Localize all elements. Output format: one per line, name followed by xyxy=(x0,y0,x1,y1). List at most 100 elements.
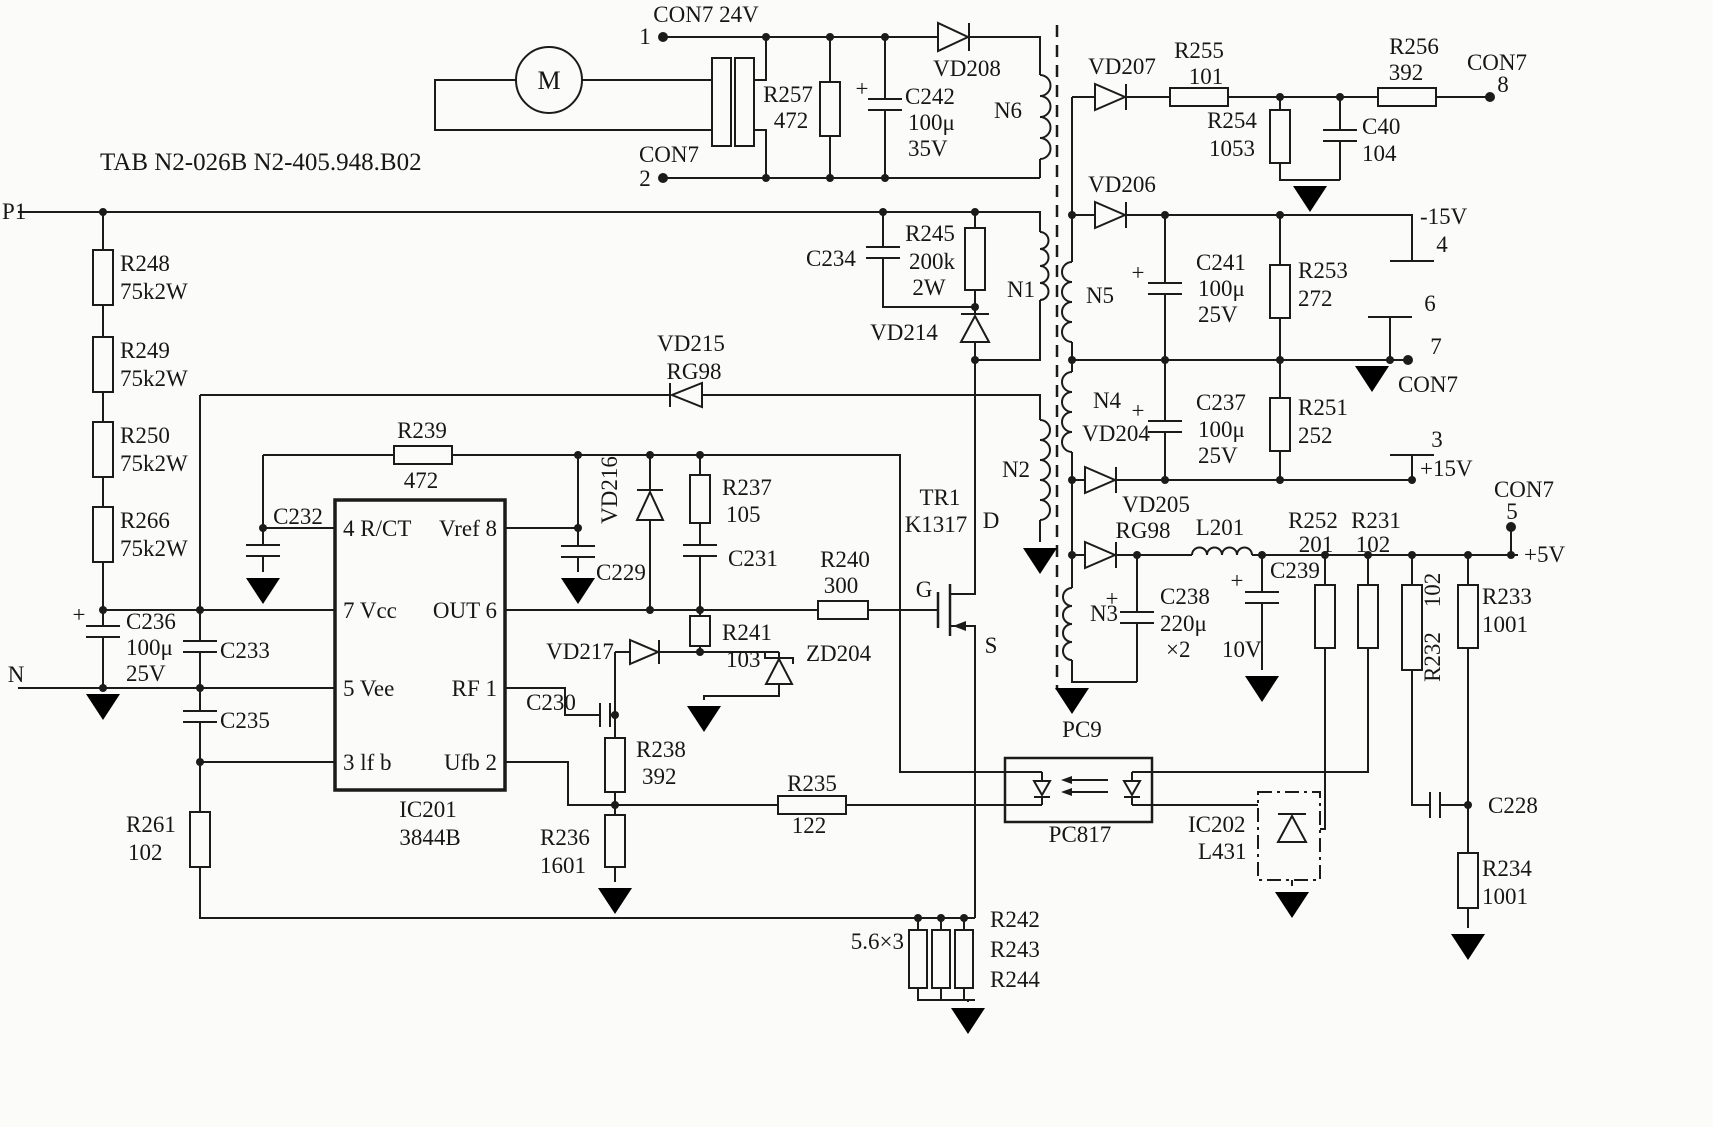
plus-sign: + xyxy=(1106,586,1119,611)
con7-24v-label: CON7 24V xyxy=(653,2,759,27)
ground-icon xyxy=(1355,360,1389,392)
label-c242-val2: 35V xyxy=(908,136,948,161)
label-r240-ref: R240 xyxy=(820,547,870,572)
capacitor-c237 xyxy=(1148,420,1182,433)
con7-right-low-label: CON7 xyxy=(1494,477,1554,502)
con7-mid-label: CON7 xyxy=(639,142,699,167)
label-r239-ref: R239 xyxy=(397,418,447,443)
label-r234-ref: R234 xyxy=(1482,856,1532,881)
component-symbols xyxy=(86,21,1485,1034)
con7-pin4-label: 4 xyxy=(1436,232,1448,257)
con7-pin1-label: 1 xyxy=(639,24,651,49)
ic201-pin6: OUT 6 xyxy=(433,598,497,623)
resistor-r266 xyxy=(92,506,114,563)
capacitor-c230 xyxy=(599,703,611,727)
resistor-r232 xyxy=(1401,584,1423,671)
label-c236-ref: C236 xyxy=(126,609,176,634)
label-r239-val: 472 xyxy=(404,468,439,493)
winding-n3 xyxy=(1062,587,1073,661)
diode-vd217 xyxy=(629,638,661,666)
ic201-pin1: RF 1 xyxy=(452,676,497,701)
capacitor-c232 xyxy=(246,544,280,557)
mosfet-tr1 xyxy=(936,584,966,636)
rail-n-label: N xyxy=(8,662,25,687)
label-r236-ref: R236 xyxy=(540,825,590,850)
plus-sign: + xyxy=(1231,568,1244,593)
ic201-pin5: 5 Vee xyxy=(343,676,394,701)
label-r231-val: 102 xyxy=(1356,532,1391,557)
label-c242-ref: C242 xyxy=(905,84,955,109)
resistor-r255 xyxy=(1169,87,1229,107)
label-vd204: VD204 xyxy=(1082,421,1150,446)
label-zd204: ZD204 xyxy=(806,641,872,666)
resistor-r245 xyxy=(964,227,986,291)
label-r252-ref: R252 xyxy=(1288,508,1338,533)
ic201-pin4: 4 R/CT xyxy=(343,516,411,541)
resistor-r237 xyxy=(689,474,711,524)
label-ic201-part: 3844B xyxy=(399,825,460,850)
con7-pin6-label: 6 xyxy=(1424,291,1436,316)
label-c231: C231 xyxy=(728,546,778,571)
label-r261-val: 102 xyxy=(128,840,163,865)
label-r237-val: 105 xyxy=(726,502,761,527)
label-r266-ref: R266 xyxy=(120,508,170,533)
label-vd214: VD214 xyxy=(870,320,938,345)
capacitor-c234 xyxy=(866,246,900,259)
label-r252-val: 201 xyxy=(1299,532,1334,557)
label-ic202-ref: IC202 xyxy=(1188,812,1246,837)
shunt-regulator-l431 xyxy=(1257,791,1321,881)
optocoupler-pc817 xyxy=(1003,756,1154,824)
capacitor-c229 xyxy=(561,545,595,558)
resistor-r251 xyxy=(1269,397,1291,452)
label-n6: N6 xyxy=(994,98,1022,123)
connector-plug xyxy=(711,57,732,147)
label-sense-note: 5.6×3 xyxy=(851,929,904,954)
ic201-pin3: 3 lf b xyxy=(343,750,392,775)
resistor-r243 xyxy=(931,929,951,989)
label-r241-ref: R241 xyxy=(722,620,772,645)
winding-n6 xyxy=(1039,74,1052,160)
diode-vd207 xyxy=(1094,82,1128,112)
label-r249-val: 75k2W xyxy=(120,366,188,391)
label-r235-val: 122 xyxy=(792,813,827,838)
label-c241-val: 100μ xyxy=(1198,276,1245,301)
label-r256-ref: R256 xyxy=(1389,34,1439,59)
con7-pin5-label: 5 xyxy=(1506,499,1518,524)
resistor-r236 xyxy=(604,814,626,868)
label-r250-val: 75k2W xyxy=(120,451,188,476)
ground-icon xyxy=(561,572,595,604)
label-r232-ref: R232 xyxy=(1420,632,1445,682)
connector-socket xyxy=(734,57,755,147)
label-r242: R242 xyxy=(990,907,1040,932)
capacitor-c241 xyxy=(1148,282,1182,295)
label-vd207: VD207 xyxy=(1088,54,1156,79)
label-r234-val: 1001 xyxy=(1482,884,1528,909)
zener-zd204 xyxy=(764,652,794,685)
winding-n4 xyxy=(1061,371,1073,453)
label-pc9: PC9 xyxy=(1062,717,1102,742)
label-vd206: VD206 xyxy=(1088,172,1156,197)
ground-icon xyxy=(951,1002,985,1034)
label-n2: N2 xyxy=(1002,457,1030,482)
label-c238-val: 220μ xyxy=(1160,611,1207,636)
resistor-r253 xyxy=(1269,264,1291,319)
label-r241-val: 103 xyxy=(726,647,761,672)
label-r251-ref: R251 xyxy=(1298,395,1348,420)
label-c228: C228 xyxy=(1488,793,1538,818)
label-c237-ref: C237 xyxy=(1196,390,1246,415)
label-c40-val: 104 xyxy=(1362,141,1397,166)
capacitor-c233 xyxy=(183,640,217,653)
motor-label: M xyxy=(537,66,560,95)
diode-vd216 xyxy=(635,489,665,521)
label-n4: N4 xyxy=(1093,388,1122,413)
ground-icon xyxy=(1023,542,1057,574)
label-r256-val: 392 xyxy=(1389,60,1424,85)
label-r235-ref: R235 xyxy=(787,771,837,796)
label-l201: L201 xyxy=(1196,515,1245,540)
label-c234: C234 xyxy=(806,246,856,271)
resistor-r250 xyxy=(92,421,114,478)
label-c40-ref: C40 xyxy=(1362,114,1400,139)
label-vd215-val: RG98 xyxy=(667,359,722,384)
